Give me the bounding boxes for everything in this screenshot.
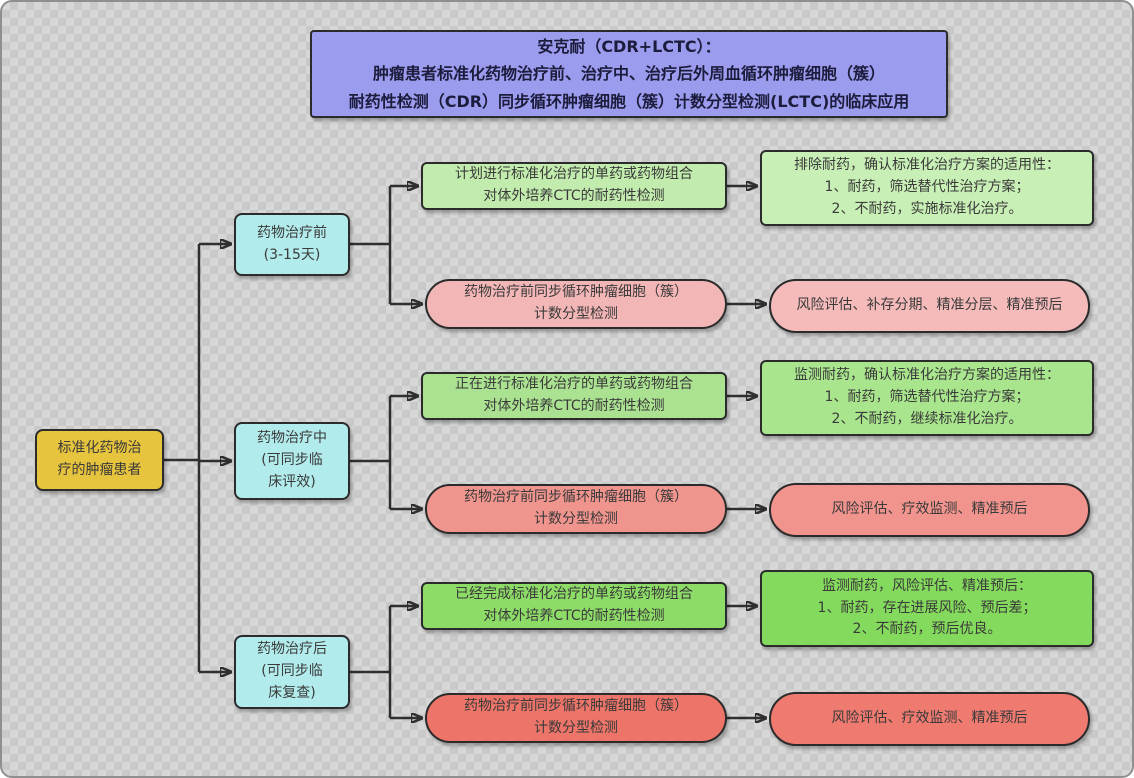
stage3-line-3: 床复查) [268,684,316,701]
cdr2-line-2: 对体外培养CTC的耐药性检测 [483,398,665,414]
connector-branch2-split [350,396,392,509]
res1-line-3: 2、不耐药，实施标准化治疗。 [831,200,1023,217]
res5-line-2: 1、耐药，存在进展风险、预后差； [817,599,1037,616]
stage1-line-1: 药物治疗前 [257,224,327,241]
cdr2-line-1: 正在进行标准化治疗的单药或药物组合 [455,376,693,393]
res4-line-1: 风险评估、疗效监测、精准预后 [831,501,1028,518]
lctc-result-node-3: 风险评估、疗效监测、精准预后 [769,692,1090,746]
lctc-count-node-3: 药物治疗前同步循环肿瘤细胞（簇） 计数分型检测 [425,693,727,743]
stage-node-pre-treatment: 药物治疗前 (3-15天) [234,213,350,276]
lctc-count-node-2: 药物治疗前同步循环肿瘤细胞（簇） 计数分型检测 [425,484,727,534]
lctc1-line-2: 计数分型检测 [534,306,618,322]
connector-branch3-split [350,606,392,718]
cdr3-line-1: 已经完成标准化治疗的单药或药物组合 [455,586,693,603]
res5-line-1: 监测耐药，风险评估、精准预后： [822,577,1032,594]
stage2-line-1: 药物治疗中 [257,430,327,447]
cdr-result-node-3: 监测耐药，风险评估、精准预后： 1、耐药，存在进展风险、预后差； 2、不耐药，预… [760,570,1094,647]
title-box: 安克耐（CDR+LCTC）： 肿瘤患者标准化药物治疗前、治疗中、治疗后外周血循环… [310,30,948,118]
res3-line-2: 1、耐药，筛选替代性治疗方案； [824,389,1030,406]
res3-line-1: 监测耐药，确认标准化治疗方案的适用性： [794,367,1060,384]
cdr3-line-2: 对体外培养CTC的耐药性检测 [483,608,665,624]
root-line-2: 疗的肿瘤患者 [57,462,142,478]
lctc1-line-1: 药物治疗前同步循环肿瘤细胞（簇） [464,284,688,301]
stage2-line-2: (可同步临 [261,452,323,469]
stage-node-during-treatment: 药物治疗中 (可同步临 床评效) [234,422,350,500]
lctc2-line-2: 计数分型检测 [534,511,618,527]
lctc-result-node-2: 风险评估、疗效监测、精准预后 [769,483,1090,537]
lctc3-line-2: 计数分型检测 [534,720,618,736]
lctc-count-node-1: 药物治疗前同步循环肿瘤细胞（簇） 计数分型检测 [425,279,727,329]
root-line-1: 标准化药物治 [57,440,142,457]
cdr-test-node-1: 计划进行标准化治疗的单药或药物组合 对体外培养CTC的耐药性检测 [421,162,727,210]
stage2-line-3: 床评效) [268,473,316,490]
title-line-1: 安克耐（CDR+LCTC）： [537,37,721,57]
title-line-2: 肿瘤患者标准化药物治疗前、治疗中、治疗后外周血循环肿瘤细胞（簇） [372,64,885,84]
stage3-line-1: 药物治疗后 [257,641,327,658]
connector-root-trunk [164,244,201,672]
res1-line-2: 1、耐药，筛选替代性治疗方案； [824,179,1030,196]
lctc-result-node-1: 风险评估、补存分期、精准分层、精准预后 [769,279,1090,333]
res1-line-1: 排除耐药，确认标准化治疗方案的适用性： [794,157,1060,174]
lctc3-line-1: 药物治疗前同步循环肿瘤细胞（簇） [464,698,688,715]
cdr1-line-1: 计划进行标准化治疗的单药或药物组合 [455,166,693,183]
stage-node-post-treatment: 药物治疗后 (可同步临 床复查) [234,635,350,709]
stage1-line-2: (3-15天) [263,246,321,263]
root-node-patients: 标准化药物治 疗的肿瘤患者 [35,429,164,491]
cdr1-line-2: 对体外培养CTC的耐药性检测 [483,188,665,204]
cdr-result-node-2: 监测耐药，确认标准化治疗方案的适用性： 1、耐药，筛选替代性治疗方案； 2、不耐… [760,360,1094,436]
stage3-line-2: (可同步临 [261,663,323,680]
cdr-test-node-2: 正在进行标准化治疗的单药或药物组合 对体外培养CTC的耐药性检测 [421,372,727,420]
lctc2-line-1: 药物治疗前同步循环肿瘤细胞（簇） [464,489,688,506]
cdr-result-node-1: 排除耐药，确认标准化治疗方案的适用性： 1、耐药，筛选替代性治疗方案； 2、不耐… [760,150,1094,226]
res6-line-1: 风险评估、疗效监测、精准预后 [831,710,1028,727]
title-line-3: 耐药性检测（CDR）同步循环肿瘤细胞（簇）计数分型检测(LCTC)的临床应用 [348,91,910,111]
connector-branch1-split [350,186,392,304]
res5-line-3: 2、不耐药，预后优良。 [852,621,1002,638]
cdr-test-node-3: 已经完成标准化治疗的单药或药物组合 对体外培养CTC的耐药性检测 [421,582,727,630]
res2-line-1: 风险评估、补存分期、精准分层、精准预后 [796,297,1063,314]
res3-line-3: 2、不耐药，继续标准化治疗。 [831,410,1023,427]
